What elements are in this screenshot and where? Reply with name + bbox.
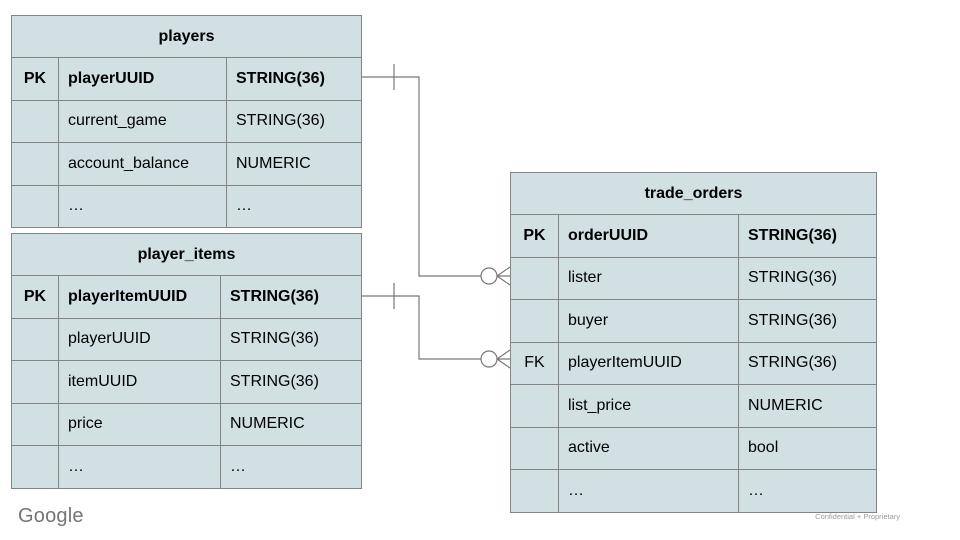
field-type-cell: … [220,446,361,488]
field-key-cell [12,101,58,143]
field-key-cell [12,319,58,361]
field-key-cell [12,404,58,446]
field-name-cell: playerUUID [58,318,220,360]
field-row: …… [511,469,876,512]
field-key-cell [12,446,58,488]
field-name-cell: playerItemUUID [58,276,220,318]
relationship-player-items-to-trade-orders [361,283,511,369]
field-key-cell: PK [23,287,47,305]
field-name-cell: buyer [558,300,738,342]
field-type-cell: … [738,470,876,512]
relationship-connector-line [361,76,481,277]
field-name-cell: list_price [558,385,738,427]
field-name-cell: lister [558,257,738,299]
field-key-cell [511,428,558,470]
table-title: players [12,16,361,58]
field-name-cell: orderUUID [558,215,738,257]
cardinality-zero-circle [480,350,498,368]
field-key-cell [12,143,58,185]
field-row: …… [12,445,361,488]
field-name-cell: playerItemUUID [558,342,738,384]
field-key-cell [511,470,558,512]
field-name-cell: itemUUID [58,361,220,403]
field-type-cell: STRING(36) [738,300,876,342]
field-type-cell: STRING(36) [738,342,876,384]
field-key-cell: FK [524,354,545,372]
field-key-cell [12,361,58,403]
field-row: …… [12,184,361,228]
field-type-cell: STRING(36) [738,215,876,257]
table-title: player_items [12,234,361,276]
cardinality-many-crowfoot [496,349,511,369]
field-type-cell: STRING(36) [220,318,361,360]
field-key-cell [511,300,558,342]
field-type-cell: STRING(36) [738,257,876,299]
field-type-cell: NUMERIC [226,143,361,185]
field-key-cell [511,258,558,300]
field-name-cell: account_balance [58,143,226,185]
relationship-players-to-trade-orders [361,64,511,286]
field-key-cell [511,385,558,427]
field-name-cell: price [58,403,220,445]
field-name-cell: … [58,446,220,488]
cardinality-many-crowfoot [496,266,511,286]
field-type-cell: STRING(36) [220,361,361,403]
field-name-cell: current_game [58,100,226,142]
google-logo: Google [18,505,84,527]
table-title: trade_orders [511,173,876,215]
field-key-cell [12,186,58,228]
field-name-cell: active [558,427,738,469]
field-name-cell: playerUUID [58,58,226,100]
field-name-cell: … [58,185,226,227]
confidential-note: Confidential + Proprietary [815,512,900,521]
field-key-cell: PK [23,69,47,87]
field-type-cell: STRING(36) [226,100,361,142]
cardinality-zero-circle [480,267,498,285]
field-type-cell: NUMERIC [220,403,361,445]
field-type-cell: bool [738,427,876,469]
field-key-cell: PK [523,226,546,244]
field-type-cell: … [226,185,361,227]
field-name-cell: … [558,470,738,512]
field-type-cell: STRING(36) [220,276,361,318]
field-type-cell: STRING(36) [226,58,361,100]
relationship-connector-line [361,295,481,360]
field-type-cell: NUMERIC [738,385,876,427]
